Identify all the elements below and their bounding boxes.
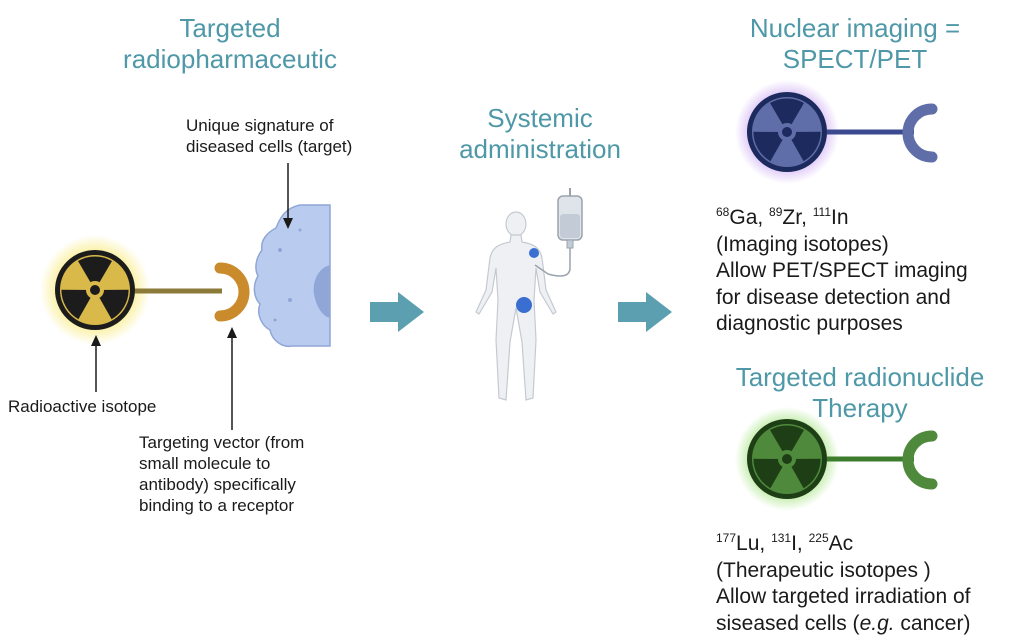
imaging-description: 68Ga, 89Zr, 111In (Imaging isotopes) All… [716,205,1016,338]
target-annotation-line2: diseased cells (target) [186,137,353,156]
human-body-icon [475,211,557,401]
therapy-description: 177Lu, 131I, 225Ac (Therapeutic isotopes… [716,531,1022,637]
imaging-desc-line5: diagnostic purposes [716,312,903,335]
radiopharmaceutic-title: Targeted radiopharmaceutic [80,13,380,75]
imaging-desc-line4: for disease detection and [716,285,951,309]
therapy-isotopes-line: 177Lu, 131I, 225Ac [716,531,1022,558]
target-annotation: Unique signature of diseased cells (targ… [186,115,416,157]
pointer-to-vector [227,327,237,430]
pointer-to-isotope [91,335,101,392]
targeting-vector [214,262,250,322]
imaging-title-line1: Nuclear imaging = [749,13,961,43]
imaging-title: Nuclear imaging = SPECT/PET [705,13,1005,75]
therapy-desc-line4-start: siseased cells ( [716,611,860,635]
imaging-isotopes-line: 68Ga, 89Zr, 111In [716,205,1016,232]
isotope-symbol: Zr, [782,206,813,229]
isotope-symbol: Ga, [729,206,770,229]
therapy-title: Targeted radionuclide Therapy [695,362,1024,424]
vector-annotation: Targeting vector (from small molecule to… [139,432,359,516]
isotope-symbol: I, [791,532,809,555]
therapy-title-line2: Therapy [812,393,908,423]
diseased-cell-icon [253,204,331,348]
radiation-trefoil-icon [735,80,839,184]
right-arrow-icon [370,292,424,332]
iv-bag-icon [534,188,583,277]
isotope-mass: 111 [812,205,831,219]
isotope-symbol: Ac [828,532,854,555]
right-arrow-icon [618,292,672,332]
therapy-title-line1: Targeted radionuclide [735,362,985,392]
vector-annotation-line4: binding to a receptor [139,496,294,515]
targeting-vector [902,430,938,490]
target-annotation-line1: Unique signature of [186,116,334,135]
isotope-mass: 131 [771,531,792,545]
vector-annotation-line2: small molecule to [139,454,271,473]
therapy-desc-line4-end: cancer) [894,611,971,635]
therapy-desc-line4: siseased cells (e.g. cancer) [716,611,1022,638]
therapy-desc-line3: Allow targeted irradiation of [716,585,971,608]
isotope-mass: 225 [808,531,829,545]
uptake-spot [529,248,539,258]
isotope-mass: 89 [769,205,783,219]
isotope-symbol: In [831,206,849,229]
radiopharm-title-line1: Targeted [179,13,281,43]
vector-annotation-line1: Targeting vector (from [139,433,305,452]
therapy-desc-line2: (Therapeutic isotopes ) [716,558,931,582]
vector-annotation-line3: antibody) specifically [139,475,296,494]
radiopharm-title-line2: radiopharmaceutic [123,44,337,74]
imaging-desc-line3: Allow PET/SPECT imaging [716,259,968,282]
radiation-trefoil-icon [735,407,839,511]
pointer-to-cell [283,163,293,229]
radiation-trefoil-icon [40,235,150,345]
isotope-mass: 68 [716,205,730,219]
targeting-vector [902,103,938,163]
imaging-title-line2: SPECT/PET [782,44,928,74]
isotope-symbol: Lu, [736,532,772,555]
isotope-annotation: Radioactive isotope [8,397,157,416]
systemic-title-line1: Systemic [487,103,593,133]
therapy-desc-line4-eg: e.g. [859,611,895,635]
systemic-title: Systemic administration [410,103,670,165]
systemic-title-line2: administration [459,134,621,164]
imaging-desc-line2: (Imaging isotopes) [716,232,889,256]
uptake-spot [516,297,532,313]
isotope-mass: 177 [716,531,737,545]
